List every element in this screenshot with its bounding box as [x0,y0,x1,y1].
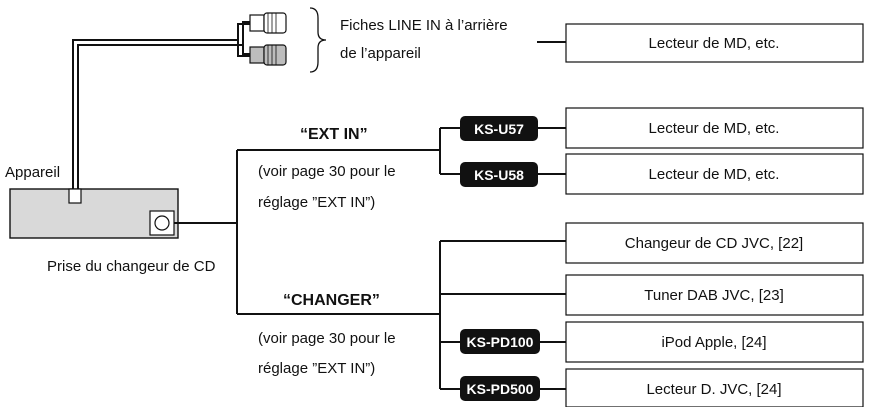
changer-jack-icon [155,216,169,230]
changer-note-line2: réglage ”EXT IN”) [258,360,375,377]
rca-plug-grey [250,45,286,65]
ks-u58-label: KS-U58 [474,167,524,183]
line-in-port [69,189,81,203]
ks-u57-label: KS-U57 [474,121,524,137]
ks-pd500-label: KS-PD500 [467,381,534,397]
changer-note-line1: (voir page 30 pour le [258,330,396,347]
ext-in-note-line2: réglage ”EXT IN”) [258,194,375,211]
changer-device-4-label: Lecteur D. JVC, [24] [646,381,781,398]
rca-plug-white [250,13,286,33]
changer-device-3-label: iPod Apple, [24] [661,334,766,351]
ext-in-device-2-label: Lecteur de MD, etc. [649,166,780,183]
changer-device-1-label: Changeur de CD JVC, [22] [625,235,803,252]
ext-in-title: “EXT IN” [300,126,368,143]
fiches-label-line1: Fiches LINE IN à l’arrière [340,17,508,34]
brace-icon [310,8,326,72]
unit-label: Appareil [5,164,60,181]
ks-pd100-label: KS-PD100 [467,334,534,350]
ext-in-device-1-label: Lecteur de MD, etc. [649,120,780,137]
top-device-label: Lecteur de MD, etc. [649,35,780,52]
ext-in-note-line1: (voir page 30 pour le [258,163,396,180]
fiches-label-line2: de l’appareil [340,45,421,62]
changer-title: “CHANGER” [283,292,380,309]
changer-device-2-label: Tuner DAB JVC, [23] [644,287,784,304]
line-in-cable [73,22,250,192]
jack-label: Prise du changeur de CD [47,258,216,275]
